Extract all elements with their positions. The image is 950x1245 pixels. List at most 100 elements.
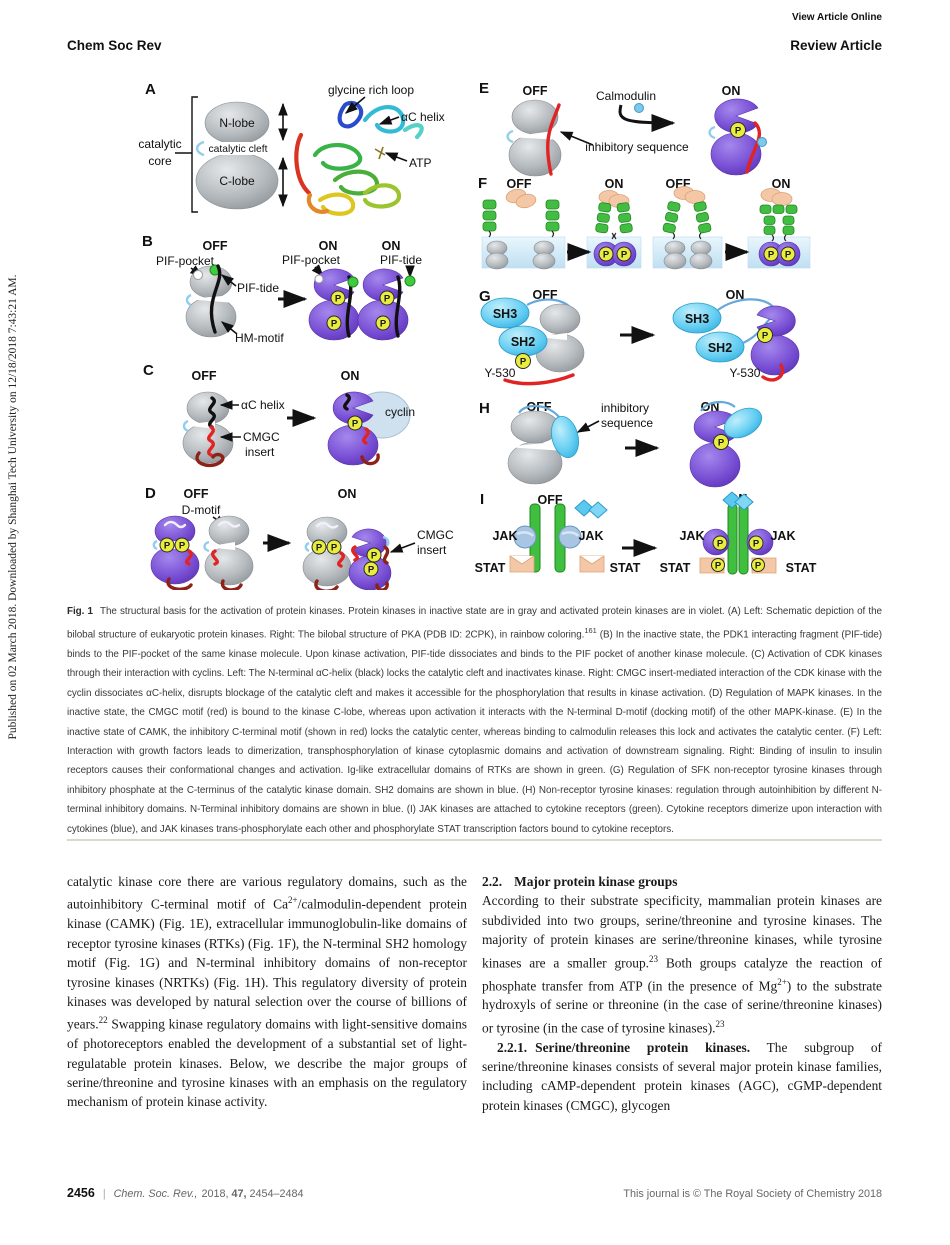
svg-text:P: P xyxy=(331,543,338,554)
section-heading-2-2: 2.2.Major protein kinase groups xyxy=(482,874,678,889)
g-off-nlobe xyxy=(539,303,581,335)
g-sh2-label-on: SH2 xyxy=(708,341,732,355)
catalytic-cleft-band xyxy=(198,142,277,155)
svg-text:P: P xyxy=(352,419,359,430)
right-paragraph-2: 2.2.1.Serine/threonine protein kinases. … xyxy=(482,1039,882,1113)
svg-text:P: P xyxy=(368,565,375,576)
svg-text:P: P xyxy=(718,438,725,449)
view-article-online-link[interactable]: View Article Online xyxy=(791,12,882,23)
svg-text:P: P xyxy=(603,250,610,261)
left-column: catalytic kinase core there are various … xyxy=(67,872,467,1115)
sh3-domain xyxy=(480,297,530,329)
caption-text-2: (B) In the inactive state, the PDK1 inte… xyxy=(67,629,882,835)
c-on-label: ON xyxy=(341,369,360,383)
svg-text:P: P xyxy=(520,357,527,368)
svg-text:P: P xyxy=(384,294,391,305)
panel-e-letter: E xyxy=(479,80,489,97)
e-calmodulin-arrow xyxy=(618,104,676,132)
f-on2-group: P P xyxy=(758,188,801,267)
panel-b-letter: B xyxy=(142,233,153,250)
b-hm-motif-arrow xyxy=(221,321,238,335)
b-on-label-2: ON xyxy=(382,239,401,253)
d-on-violet-kinase: P P xyxy=(348,528,392,592)
g-off-cleft xyxy=(536,333,567,340)
g-sh3-label: SH3 xyxy=(493,307,517,321)
sh3-domain xyxy=(672,302,722,334)
b-off-cleft xyxy=(186,295,235,303)
svg-text:P: P xyxy=(335,294,342,305)
b-on-kinase-2: P P xyxy=(357,268,416,341)
e-inhibitory-arrow xyxy=(559,131,594,146)
d-cmgc-label-1: CMGC xyxy=(417,528,454,542)
svg-text:P: P xyxy=(717,539,724,550)
d-cmgc-arrow xyxy=(389,542,416,553)
core-bracket xyxy=(175,96,198,213)
panel-e: E OFF Calmodulin inhibitory sequence ON … xyxy=(479,80,767,177)
ref-22: 22 xyxy=(98,1015,108,1026)
sh2-domain xyxy=(695,331,745,363)
body-text: catalytic kinase core there are various … xyxy=(67,872,882,1115)
ac-helix-arrow xyxy=(378,115,400,125)
g-y530-label-on: Y-530 xyxy=(730,366,761,380)
n-lobe-label: N-lobe xyxy=(219,116,255,130)
journal-name: Chem Soc Rev xyxy=(67,38,162,53)
d-motif-label: D-motif xyxy=(182,503,221,517)
e-off-clobe xyxy=(508,133,562,177)
ref-23: 23 xyxy=(649,953,659,964)
right-column: 2.2.Major protein kinase groups Accordin… xyxy=(482,872,882,1115)
article-type-label: Review Article xyxy=(790,38,882,53)
catalytic-core-label: catalytic xyxy=(138,137,181,151)
ac-helix-label-a: αC helix xyxy=(401,110,445,124)
c-off-label: OFF xyxy=(192,369,217,383)
panel-i: I OFF JAK JAK STAT STAT ON P P P xyxy=(475,491,817,575)
cytokine-diamond xyxy=(588,501,608,519)
i-stat-label-2: STAT xyxy=(610,561,641,575)
caption-text-1: The structural basis for the activation … xyxy=(67,605,882,641)
svg-text:P: P xyxy=(164,541,171,552)
h-on-kinase: P xyxy=(689,401,763,488)
i-off-label: OFF xyxy=(538,493,563,507)
h-inhibitory-arrow xyxy=(576,420,600,433)
svg-text:P: P xyxy=(316,543,323,554)
mg-sup: 2+ xyxy=(777,976,787,987)
glycine-loop-arrow xyxy=(345,96,366,114)
b-on-label-1: ON xyxy=(319,239,338,253)
pif-tide-dot xyxy=(404,275,416,287)
right-paragraph-1: According to their substrate specificity… xyxy=(482,893,882,1036)
c-lobe-label: C-lobe xyxy=(219,174,255,188)
h-off-cleft xyxy=(506,441,565,451)
svg-text:P: P xyxy=(735,126,742,137)
jak-kinase-inactive xyxy=(558,525,582,549)
svg-text:P: P xyxy=(380,319,387,330)
cytokine-diamond xyxy=(734,493,754,511)
b-hm-motif-label: HM-motif xyxy=(235,331,284,345)
cyclin-label: cyclin xyxy=(385,405,415,419)
d-cmgc-label-2: insert xyxy=(417,543,447,557)
g-sh2-label: SH2 xyxy=(511,335,535,349)
g-off-label: OFF xyxy=(533,288,558,302)
caption-divider xyxy=(67,839,882,841)
copyright-note: This journal is © The Royal Society of C… xyxy=(623,1188,882,1200)
h-inhibitory-domain-on xyxy=(723,407,763,439)
d-on-gray-kinase: P P xyxy=(302,516,352,593)
inactive-kinase-mini xyxy=(485,240,556,270)
jak-kinase-inactive xyxy=(513,525,537,549)
stat-notch xyxy=(579,555,605,565)
h-inhibitory-label-2: sequence xyxy=(601,416,653,430)
i-stat-label-1: STAT xyxy=(475,561,506,575)
c-off-kinase-nlobe xyxy=(186,391,230,425)
b-pif-pocket-on-label: PIF-pocket xyxy=(282,253,341,267)
atp-label: ATP xyxy=(409,156,431,170)
svg-text:P: P xyxy=(371,551,378,562)
cleft-arc xyxy=(195,140,205,157)
page-footer: 2456|Chem. Soc. Rev.,2018, 47, 2454–2484… xyxy=(67,1186,882,1200)
f-on2-label: ON xyxy=(772,177,791,191)
d-off-label: OFF xyxy=(184,487,209,501)
b-pif-tide-off-label: PIF-tide xyxy=(237,281,279,295)
calmodulin-dot xyxy=(757,137,767,147)
panel-b: B OFF PIF-pocket PIF-tide HM-motif ON ON… xyxy=(142,233,422,345)
c-cmgc-label-2: insert xyxy=(245,445,275,459)
f-off1-label: OFF xyxy=(507,177,532,191)
g-tail-off xyxy=(503,373,575,386)
citation: 2456|Chem. Soc. Rev.,2018, 47, 2454–2484 xyxy=(67,1186,304,1200)
